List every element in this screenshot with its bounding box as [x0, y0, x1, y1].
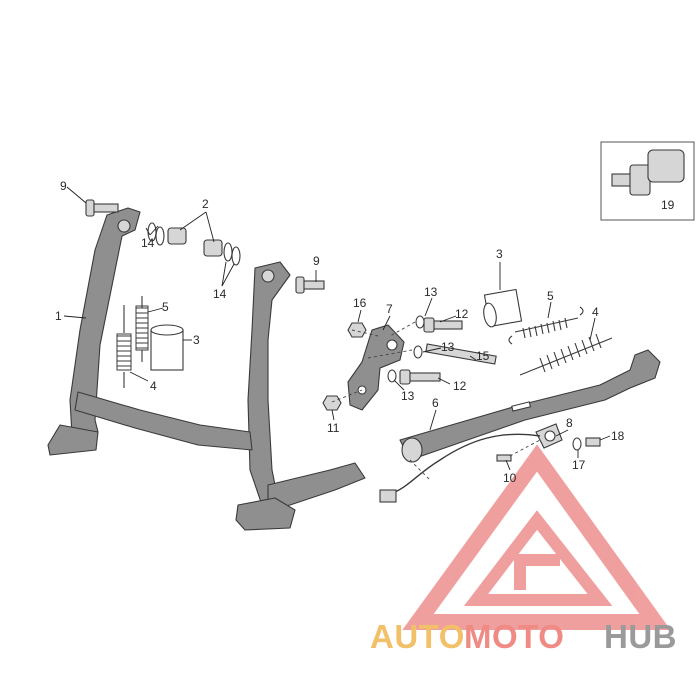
- spring-part-5-right: [508, 306, 584, 345]
- bracket-part-7: [347, 324, 405, 411]
- centre-stand-part-1: [47, 207, 366, 531]
- callout-13-top: 13: [424, 285, 438, 299]
- watermark-wordmark: AUTO MOTO HUB: [370, 618, 677, 655]
- callout-17: 17: [572, 458, 586, 472]
- callout-9-right: 9: [313, 254, 320, 268]
- bolt-part-15: [425, 343, 497, 365]
- bolt-part-9-left: [85, 199, 119, 217]
- watermark-word-hub: HUB: [604, 618, 677, 655]
- watermark-logo-mark: [402, 444, 671, 630]
- screw-part-10: [496, 454, 512, 462]
- callout-13-bottom: 13: [401, 389, 415, 403]
- bolt-part-12-upper: [423, 317, 463, 333]
- callout-3-right: 3: [496, 247, 503, 261]
- washer-part-17: [572, 437, 582, 451]
- callout-16: 16: [353, 296, 367, 310]
- side-stand-part-6: [399, 349, 661, 463]
- spring-part-4-right: [519, 333, 613, 376]
- bolt-part-9-right: [295, 276, 325, 294]
- callout-8: 8: [566, 416, 573, 430]
- sensor-wire: [379, 433, 541, 503]
- callout-3-left: 3: [193, 333, 200, 347]
- callout-13-middle: 13: [441, 340, 455, 354]
- callout-labels: 1 2 3 3 4 4 5 5 6 7 8 9 9 10 11 12 12 13…: [55, 179, 675, 485]
- callout-5-right: 5: [547, 289, 554, 303]
- nut-part-11: [322, 395, 342, 411]
- bushing-part-2-left: [147, 222, 187, 246]
- callout-4-left: 4: [150, 379, 157, 393]
- callout-1: 1: [55, 309, 62, 323]
- callout-4-right: 4: [592, 305, 599, 319]
- callout-11: 11: [327, 421, 340, 435]
- callout-2: 2: [202, 197, 209, 211]
- callout-9-left: 9: [60, 179, 67, 193]
- screw-part-18: [585, 437, 601, 447]
- callout-12-upper: 12: [455, 307, 469, 321]
- watermark-word-moto: MOTO: [464, 618, 564, 655]
- leader-lines: [63, 186, 611, 471]
- tube-part-3-left: [150, 324, 184, 371]
- callout-12-lower: 12: [453, 379, 467, 393]
- callout-10: 10: [503, 471, 517, 485]
- callout-15: 15: [476, 349, 490, 363]
- nut-part-16: [347, 322, 367, 338]
- dashed-assembly-lines: [331, 321, 541, 481]
- callout-14-left: 14: [141, 236, 155, 250]
- inset-box-part-19: [600, 141, 695, 221]
- watermark-word-auto: AUTO: [370, 618, 465, 655]
- callout-5-left: 5: [162, 300, 169, 314]
- callout-14-right: 14: [213, 287, 227, 301]
- spring-part-5-left: [135, 296, 149, 362]
- bolt-part-12-lower: [399, 369, 441, 385]
- washers-part-13: [387, 315, 425, 383]
- sensor-switch-part-8: [535, 423, 563, 449]
- callout-18: 18: [611, 429, 625, 443]
- callout-6: 6: [432, 396, 439, 410]
- spring-part-4-left: [116, 305, 132, 388]
- bushing-part-2-right: [203, 239, 241, 266]
- callout-19: 19: [661, 198, 675, 212]
- callout-7: 7: [386, 302, 393, 316]
- tube-part-3-right: [483, 288, 523, 328]
